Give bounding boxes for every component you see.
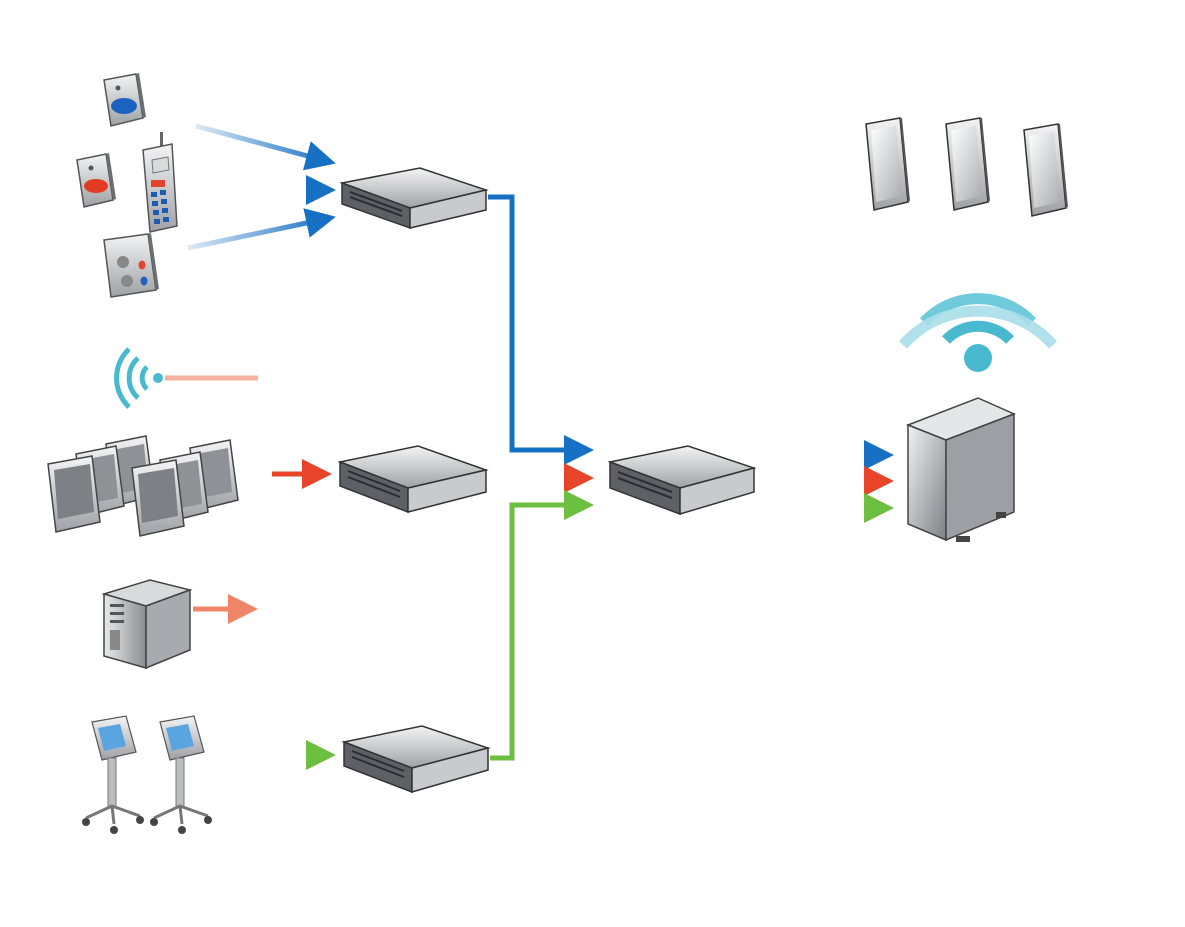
wireless-signal-icon: [114, 347, 163, 409]
blue-call-button-icon: [103, 73, 146, 127]
arrow-station-to-switch: [187, 208, 336, 251]
mobile-device-icon: [945, 117, 990, 211]
red-call-button-icon: [76, 153, 116, 208]
ventilator-cart-icon: [82, 715, 144, 834]
dual-call-station-icon: [103, 233, 159, 298]
central-server-icon: [905, 397, 1016, 542]
switch-red: [337, 445, 489, 514]
core-switch: [607, 445, 757, 516]
blue-trunk-line: [488, 194, 594, 465]
blue-input-arrows: [185, 123, 336, 251]
handset-icon: [142, 132, 178, 233]
arrow-call-button-to-switch: [195, 123, 336, 171]
patient-monitor-cluster-icon: [47, 435, 239, 537]
wifi-broadcast-icon: [898, 293, 1058, 372]
mobile-devices-group: [865, 117, 1068, 217]
mobile-device-icon: [865, 117, 910, 211]
red-bus-lines: [165, 350, 332, 650]
switch-blue: [339, 167, 489, 230]
green-trunk-line: [490, 490, 594, 761]
switch-green: [341, 725, 491, 794]
tower-server-icon: [101, 579, 193, 670]
ventilator-cart-icon: [150, 715, 212, 834]
mobile-device-icon: [1023, 123, 1068, 217]
